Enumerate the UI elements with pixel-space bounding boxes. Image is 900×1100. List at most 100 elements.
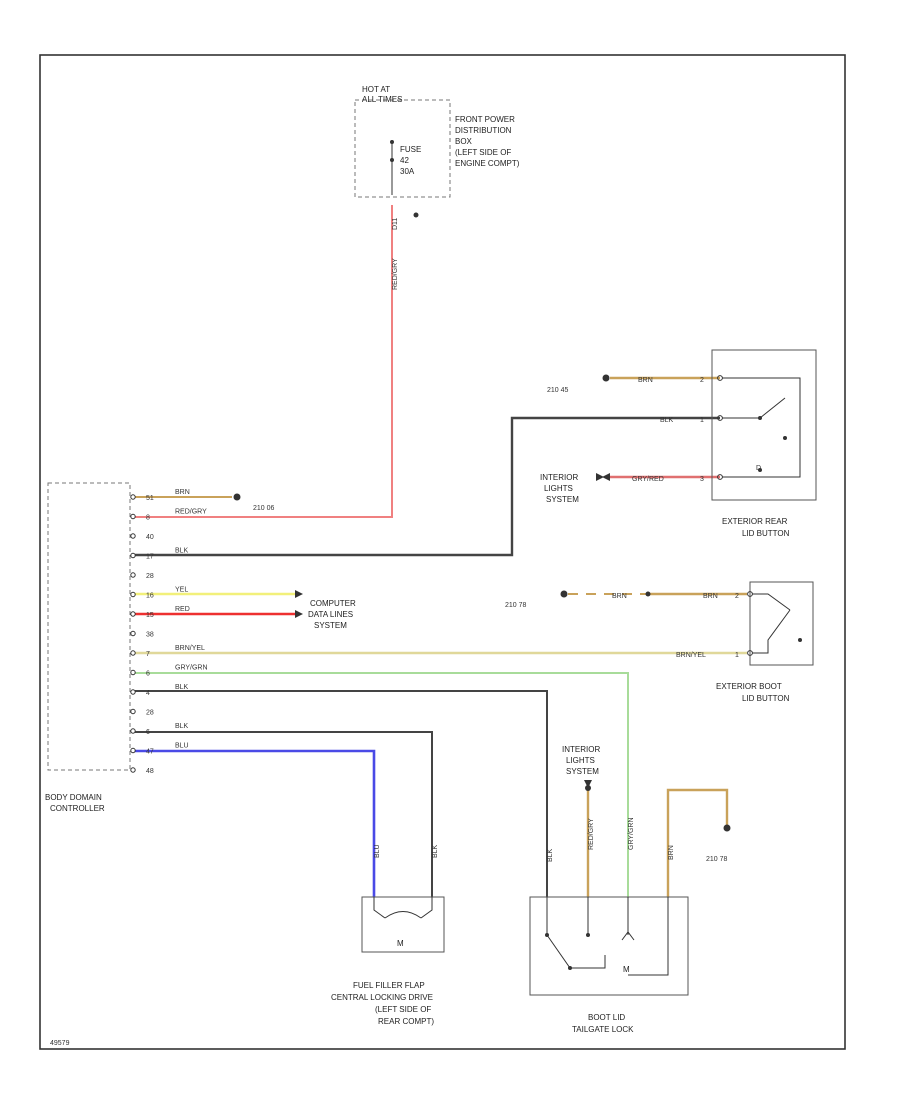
boot-lock-wire-1: BLK bbox=[547, 848, 554, 862]
controller-wire-label-8: BRN/YEL bbox=[175, 645, 205, 652]
controller-pin-number-14: 48 bbox=[146, 768, 154, 775]
fuel-flap-label-2: CENTRAL LOCKING DRIVE bbox=[331, 993, 433, 1002]
controller-label-2: CONTROLLER bbox=[50, 804, 105, 813]
interior-lock-line-1: INTERIOR bbox=[562, 745, 600, 754]
ref-boot-lid-btn: 210 78 bbox=[505, 602, 527, 609]
controller-pin-1 bbox=[130, 513, 136, 520]
controller-pin-number-3: 17 bbox=[146, 554, 154, 561]
controller-pin-number-13: 47 bbox=[146, 749, 154, 756]
wire-blk-lock bbox=[135, 690, 548, 897]
controller-pin-number-2: 40 bbox=[146, 534, 154, 541]
rear-lid-label-2: LID BUTTON bbox=[742, 529, 790, 538]
controller-pin-6 bbox=[130, 611, 136, 617]
boot-lock-wire-3: GRY/GRN bbox=[628, 817, 635, 850]
ref-rear-lid-top: 210 45 bbox=[547, 387, 569, 394]
ref-ctrl-brn: 210 06 bbox=[253, 505, 275, 512]
controller-pin-14 bbox=[130, 767, 136, 773]
rear-lid-wire-3: GRY/RED bbox=[632, 476, 664, 483]
boot-lid-wire-2: BRN bbox=[703, 593, 718, 600]
body-domain-controller: BODY DOMAIN CONTROLLER bbox=[45, 482, 131, 813]
controller-pin-number-0: 51 bbox=[146, 495, 154, 502]
boot-lock-label-2: TAILGATE LOCK bbox=[572, 1025, 634, 1034]
boot-lock-label-1: BOOT LID bbox=[588, 1013, 625, 1022]
controller-pin-3 bbox=[130, 552, 136, 559]
interior-rear-line-1: INTERIOR bbox=[540, 473, 578, 482]
controller-pin-5 bbox=[130, 591, 136, 598]
boot-lid-pin-3: 1 bbox=[735, 652, 739, 659]
controller-wire-label-13: BLU bbox=[175, 743, 189, 750]
wire-brn-lock bbox=[666, 788, 729, 897]
interior-lock-line-3: SYSTEM bbox=[566, 767, 599, 776]
controller-pin-number-4: 28 bbox=[146, 573, 154, 580]
controller-pin-number-1: 8 bbox=[146, 515, 150, 522]
controller-pin-4 bbox=[130, 572, 136, 578]
controller-pin-number-12: 6 bbox=[146, 729, 150, 736]
rear-lid-pin-1: 2 bbox=[700, 377, 704, 384]
figure-id: 49579 bbox=[50, 1040, 70, 1047]
controller-pin-number-7: 38 bbox=[146, 632, 154, 639]
controller-pin-10 bbox=[130, 689, 136, 695]
boot-lid-label-2: LID BUTTON bbox=[742, 694, 790, 703]
controller-pin-12 bbox=[130, 728, 136, 734]
wire-red-gry-fuse bbox=[135, 205, 393, 518]
fuse-label: FUSE bbox=[400, 145, 421, 154]
rear-lid-wire-1: BRN bbox=[638, 377, 653, 384]
fuse-number: 42 bbox=[400, 156, 409, 165]
fpdb-line-3: BOX bbox=[455, 137, 473, 146]
controller-pin-number-5: 16 bbox=[146, 593, 154, 600]
controller-pin-8 bbox=[130, 650, 136, 656]
fuel-filler-flap-drive: M BLU BLK FUEL FILLER FLAP CENTRAL LOCKI… bbox=[331, 844, 445, 1026]
controller-pin-number-9: 6 bbox=[146, 671, 150, 678]
controller-wire-label-0: BRN bbox=[175, 489, 190, 496]
fpdb-line-4: (LEFT SIDE OF bbox=[455, 148, 511, 157]
interior-lock-line-2: LIGHTS bbox=[566, 756, 595, 765]
controller-pin-number-6: 15 bbox=[146, 612, 154, 619]
hot-label-1: HOT AT bbox=[362, 85, 390, 94]
ref-boot-lock: 210 78 bbox=[706, 856, 728, 863]
fuel-flap-label-1: FUEL FILLER FLAP bbox=[353, 981, 425, 990]
controller-pin-number-8: 7 bbox=[146, 651, 150, 658]
exterior-boot-lid-button: EXTERIOR BOOT LID BUTTON bbox=[716, 581, 814, 703]
controller-wire-label-1: RED/GRY bbox=[175, 509, 207, 516]
controller-pin-0 bbox=[130, 494, 136, 500]
boot-lid-wire-1: BRN bbox=[612, 593, 627, 600]
fuse-wire-label: RED/GRY bbox=[392, 258, 399, 290]
boot-lock-motor: M bbox=[623, 965, 630, 974]
boot-lid-wire-3: BRN/YEL bbox=[676, 652, 706, 659]
wire-gry-grn-lock bbox=[135, 672, 629, 897]
fuse-connector: D11 bbox=[392, 218, 399, 230]
exterior-rear-lid-button: D EXTERIOR REAR LID BUTTON bbox=[711, 349, 817, 538]
computer-line-1: COMPUTER bbox=[310, 599, 356, 608]
controller-pin-7 bbox=[130, 630, 136, 637]
boot-lock-wire-2: RED/GRY bbox=[588, 818, 595, 850]
boot-lock-wire-4: BRN bbox=[668, 845, 675, 860]
interior-rear-line-3: SYSTEM bbox=[546, 495, 579, 504]
computer-line-2: DATA LINES bbox=[308, 610, 353, 619]
controller-label-1: BODY DOMAIN bbox=[45, 793, 102, 802]
controller-wire-label-6: RED bbox=[175, 606, 190, 613]
diagram-frame bbox=[39, 54, 846, 1050]
wire-blk-flap bbox=[135, 731, 433, 897]
controller-pin-9 bbox=[130, 669, 136, 676]
controller-wire-label-9: GRY/GRN bbox=[175, 665, 208, 672]
computer-line-3: SYSTEM bbox=[314, 621, 347, 630]
boot-lid-label-1: EXTERIOR BOOT bbox=[716, 682, 782, 691]
controller-wire-label-10: BLK bbox=[175, 684, 189, 691]
front-power-distribution-box: HOT AT ALL TIMES FUSE 42 30A FRONT POWER… bbox=[354, 85, 520, 290]
wires bbox=[135, 205, 747, 897]
rear-lid-diode: D bbox=[756, 465, 761, 472]
rear-lid-pin-2: 1 bbox=[700, 417, 704, 424]
fuel-flap-label-4: REAR COMPT) bbox=[378, 1017, 434, 1026]
rear-lid-label-1: EXTERIOR REAR bbox=[722, 517, 788, 526]
boot-lid-pin-2: 2 bbox=[735, 593, 739, 600]
controller-pin-2 bbox=[130, 533, 136, 539]
controller-pin-number-10: 4 bbox=[146, 690, 150, 697]
hot-label-2: ALL TIMES bbox=[362, 95, 402, 104]
wire-blk-rear-lid bbox=[135, 416, 720, 557]
controller-pin-number-11: 28 bbox=[146, 710, 154, 717]
interior-rear-line-2: LIGHTS bbox=[544, 484, 573, 493]
controller-wire-label-5: YEL bbox=[175, 587, 188, 594]
fuel-flap-wire-2: BLK bbox=[432, 844, 439, 858]
boot-lid-tailgate-lock: M BLK RED/GRY GRY/GRN BRN BOOT LID TAILG… bbox=[529, 817, 689, 1034]
